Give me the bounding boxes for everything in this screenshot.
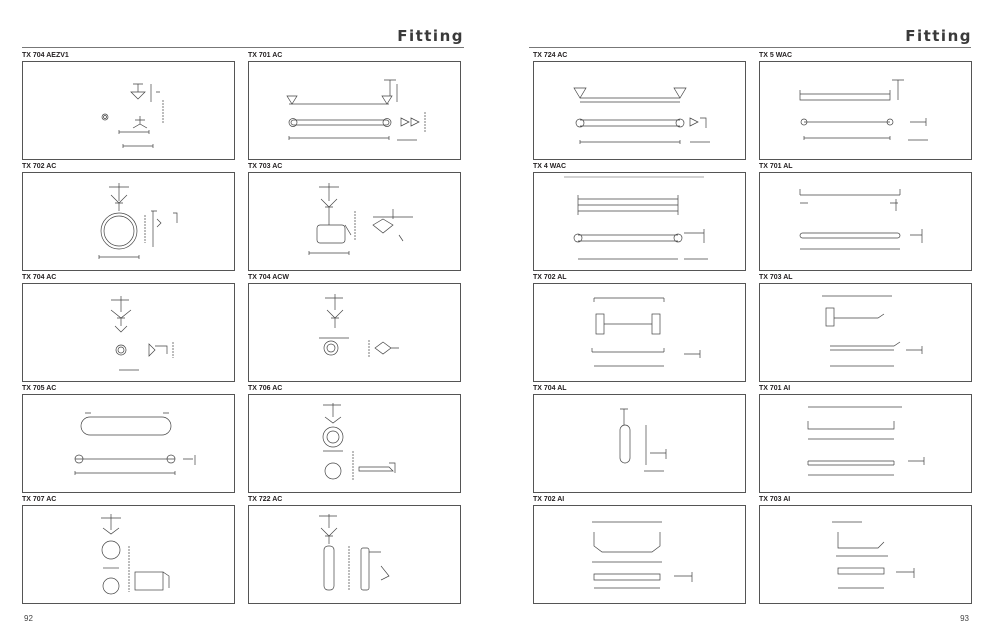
page-title: Fitting — [397, 27, 464, 45]
product-cell: TX 702 AC — [22, 163, 235, 271]
technical-drawing — [248, 394, 461, 493]
product-cell: TX 703 AL — [759, 274, 972, 382]
product-code: TX 701 AL — [759, 163, 793, 170]
left-page: Fitting TX 704 AEZV1 TX 701 AC — [22, 27, 464, 623]
technical-drawing — [759, 61, 972, 160]
product-code: TX 704 ACW — [248, 274, 289, 281]
product-cell: TX 703 AI — [759, 496, 972, 604]
product-code: TX 4 WAC — [533, 163, 567, 170]
product-cell: TX 707 AC — [22, 496, 235, 604]
product-cell: TX 702 AI — [533, 496, 746, 604]
product-cell: TX 704 AC — [22, 274, 235, 382]
page-number: 92 — [24, 614, 33, 623]
product-cell: TX 704 ACW — [248, 274, 461, 382]
product-code: TX 724 AC — [533, 52, 568, 59]
product-cell: TX 722 AC — [248, 496, 461, 604]
product-cell: TX 724 AC — [533, 52, 746, 160]
technical-drawing — [759, 394, 972, 493]
technical-drawing — [533, 61, 746, 160]
product-code: TX 702 AL — [533, 274, 567, 281]
right-page: Fitting TX 724 AC TX 5 WAC — [497, 0, 994, 639]
technical-drawing — [533, 505, 746, 604]
product-code: TX 703 AI — [759, 496, 791, 503]
product-code: TX 722 AC — [248, 496, 283, 503]
product-code: TX 5 WAC — [759, 52, 793, 59]
product-code: TX 707 AC — [22, 496, 57, 503]
page-number: 93 — [960, 614, 969, 623]
product-code: TX 701 AC — [248, 52, 283, 59]
technical-drawing — [248, 61, 461, 160]
product-cell: TX 701 AI — [759, 385, 972, 493]
technical-drawing — [248, 283, 461, 382]
technical-drawing — [759, 505, 972, 604]
technical-drawing — [22, 61, 235, 160]
technical-drawing — [533, 172, 746, 271]
page-title: Fitting — [905, 27, 972, 45]
technical-drawing — [22, 172, 235, 271]
product-code: TX 705 AC — [22, 385, 57, 392]
product-code: TX 702 AC — [22, 163, 57, 170]
product-code: TX 703 AC — [248, 163, 283, 170]
technical-drawing — [533, 394, 746, 493]
product-code: TX 704 AC — [22, 274, 57, 281]
product-cell: TX 701 AL — [759, 163, 972, 271]
technical-drawing — [248, 172, 461, 271]
product-code: TX 704 AL — [533, 385, 567, 392]
product-cell: TX 704 AL — [533, 385, 746, 493]
technical-drawing — [533, 283, 746, 382]
technical-drawing — [759, 172, 972, 271]
technical-drawing — [759, 283, 972, 382]
product-cell: TX 705 AC — [22, 385, 235, 493]
title-rule — [22, 47, 464, 48]
product-code: TX 701 AI — [759, 385, 791, 392]
product-code: TX 702 AI — [533, 496, 565, 503]
product-cell: TX 706 AC — [248, 385, 461, 493]
product-cell: TX 4 WAC — [533, 163, 746, 271]
product-code: TX 703 AL — [759, 274, 793, 281]
product-cell: TX 702 AL — [533, 274, 746, 382]
product-cell: TX 5 WAC — [759, 52, 972, 160]
technical-drawing — [22, 283, 235, 382]
product-cell: TX 701 AC — [248, 52, 461, 160]
product-cell: TX 704 AEZV1 — [22, 52, 235, 160]
product-cell: TX 703 AC — [248, 163, 461, 271]
product-code: TX 706 AC — [248, 385, 283, 392]
technical-drawing — [22, 394, 235, 493]
product-code: TX 704 AEZV1 — [22, 52, 69, 59]
title-rule — [529, 47, 971, 48]
technical-drawing — [22, 505, 235, 604]
technical-drawing — [248, 505, 461, 604]
